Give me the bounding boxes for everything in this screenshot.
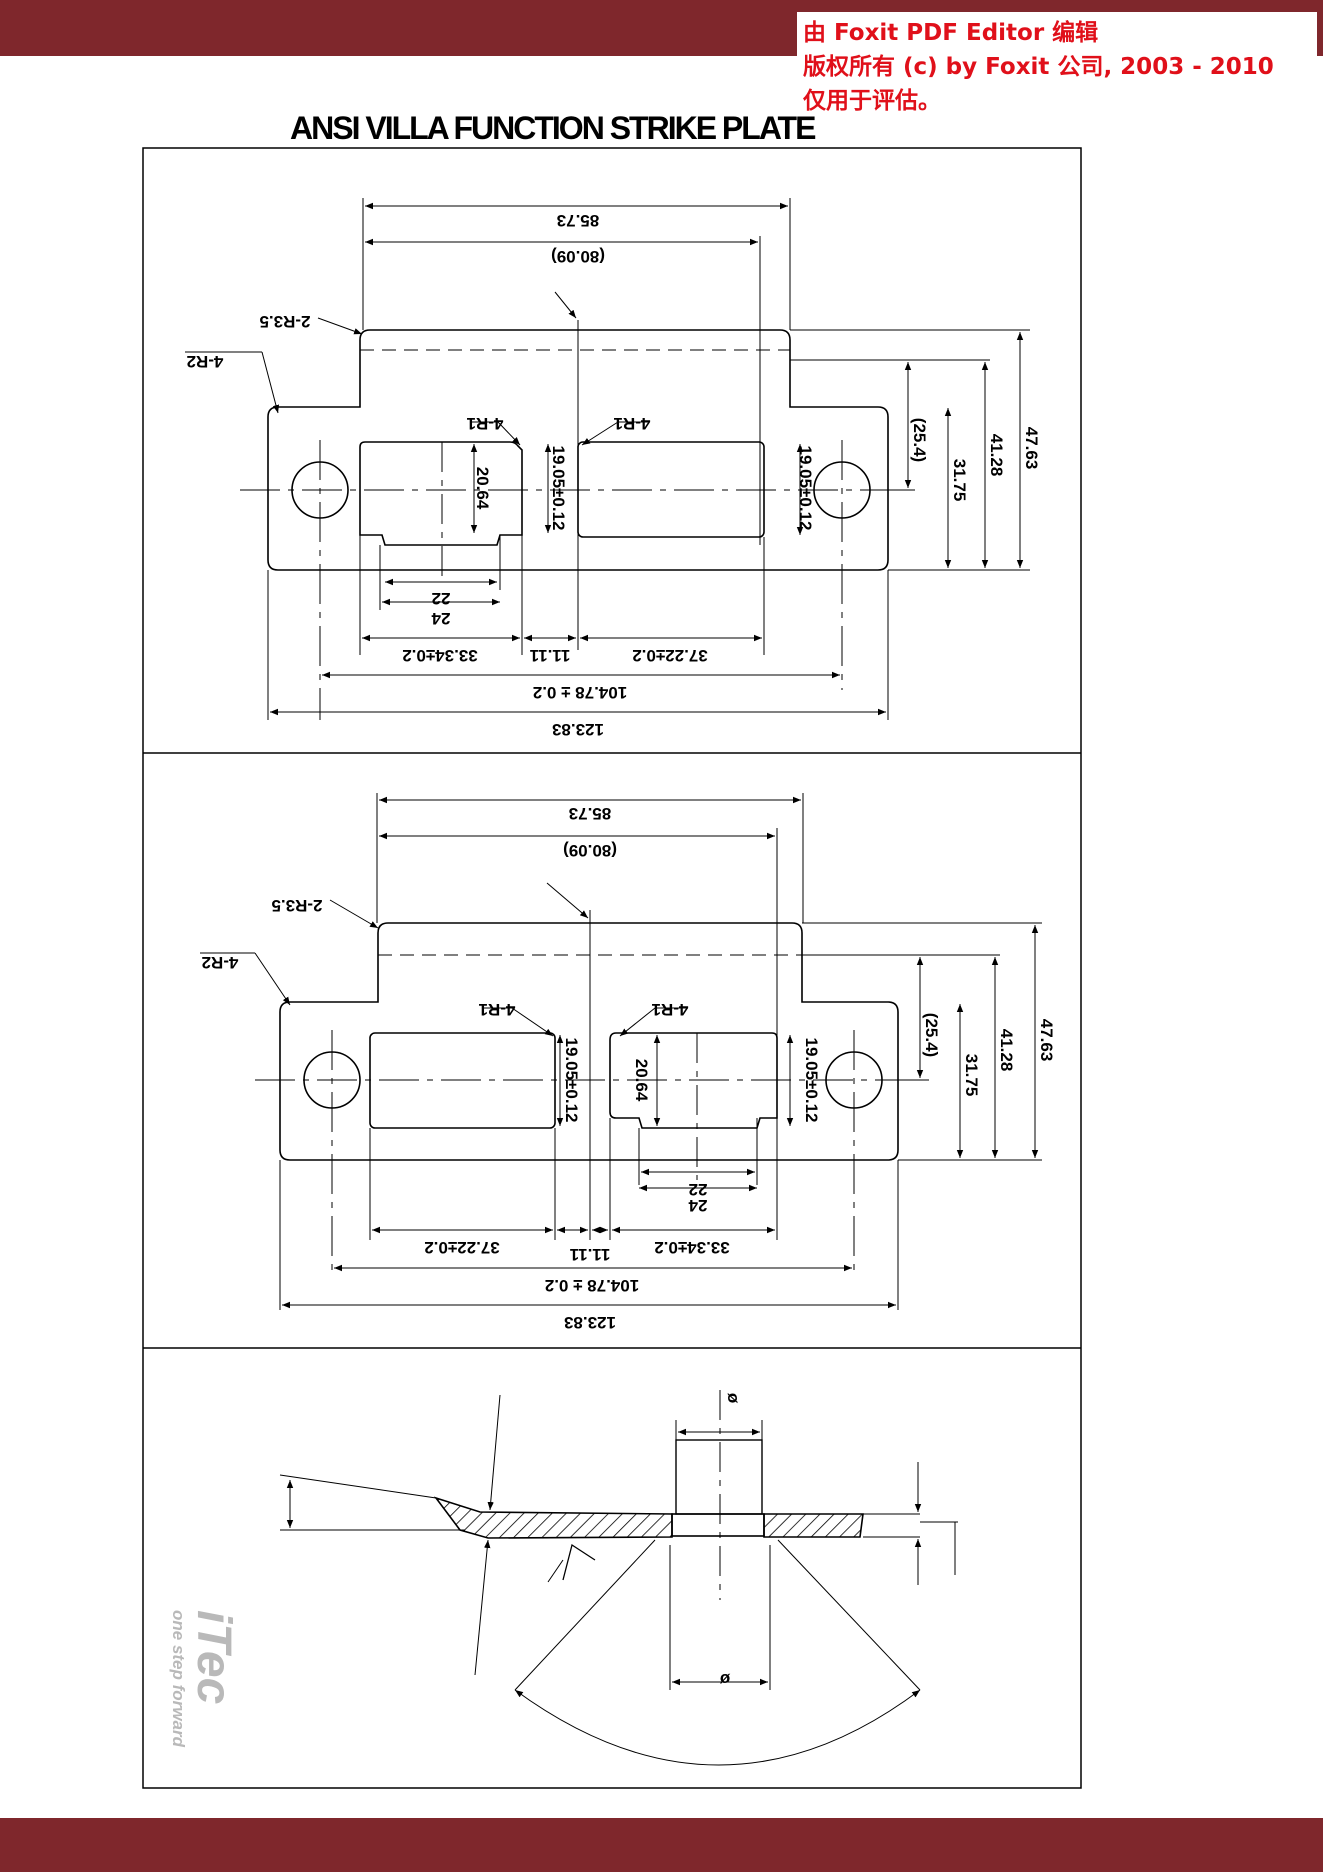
v1-dim-47-63: 47.63 <box>1022 427 1041 470</box>
view-1-centerlines <box>240 320 920 720</box>
v2-radius-4-r1-right: 4-R1 <box>652 1000 689 1019</box>
v1-dim-20-64: 20.64 <box>473 467 492 510</box>
logo-tagline: one step forward <box>169 1610 188 1747</box>
v1-dim-11-11: 11.11 <box>530 646 571 665</box>
section-diameter-bottom: ø <box>719 1670 730 1689</box>
v2-dim-25-4: (25.4) <box>922 1013 941 1057</box>
v2-dim-24: 24 <box>688 1196 707 1215</box>
v1-dim-24: 24 <box>431 609 450 628</box>
view-2-dimension-text: 85.73 (80.09) 2-R3.5 4-R2 4-R1 4-R1 19.0… <box>202 804 1056 1332</box>
v2-dim-41-28: 41.28 <box>997 1029 1016 1072</box>
v2-dim-20-64: 20.64 <box>632 1059 651 1102</box>
v1-dim-19-05-left: 19.05±0.12 <box>549 446 568 531</box>
v1-dim-31-75: 31.75 <box>950 459 969 502</box>
v1-dim-22: 22 <box>432 589 451 608</box>
v1-radius-4-r2: 4-R2 <box>187 352 224 371</box>
v2-dim-19-05-right: 19.05±0.12 <box>802 1038 821 1123</box>
watermark-line-3: 仅用于评估。 <box>803 88 941 114</box>
logo-brand: iTec <box>187 1610 240 1705</box>
view-1-dimension-text: 85.73 (80.09) 2-R3.5 4-R2 4-R1 4-R1 20.6… <box>187 211 1041 739</box>
v1-dim-41-28: 41.28 <box>987 434 1006 477</box>
v1-dim-19-05-right: 19.05±0.12 <box>796 446 815 531</box>
drawing-frame <box>142 147 1082 1789</box>
footer-bar <box>0 1818 1323 1872</box>
view-2-dimension-lines <box>200 793 1042 1310</box>
v2-dim-33-34: 33.34±0.2 <box>654 1238 730 1257</box>
v1-dim-80-09: (80.09) <box>551 247 605 266</box>
section-diameter-top: ø <box>724 1393 743 1404</box>
v1-dim-104-78: 104.78 ± 0.2 <box>533 683 627 702</box>
v2-dim-31-75: 31.75 <box>962 1054 981 1097</box>
itec-logo: iTec one step forward <box>169 1610 240 1850</box>
v2-dim-11-11: 11.11 <box>570 1245 611 1264</box>
v1-dim-37-22: 37.22±0.2 <box>632 646 708 665</box>
section-view <box>279 1390 958 1766</box>
v2-radius-4-r2: 4-R2 <box>202 953 239 972</box>
v1-dim-25-4: (25.4) <box>910 418 929 462</box>
v2-dim-37-22: 37.22±0.2 <box>424 1238 500 1257</box>
v1-radius-4-r1-right: 4-R1 <box>614 414 651 433</box>
v2-dim-47-63: 47.63 <box>1037 1019 1056 1062</box>
view-1-dimension-lines <box>185 198 1030 720</box>
v2-dim-22: 22 <box>689 1180 708 1199</box>
v2-radius-2-r3-5: 2-R3.5 <box>271 896 322 915</box>
v2-dim-19-05-left: 19.05±0.12 <box>562 1038 581 1123</box>
v1-radius-2-r3-5: 2-R3.5 <box>259 312 310 331</box>
watermark-line-1: 由 Foxit PDF Editor 编辑 <box>803 20 1099 46</box>
v2-dim-85-73: 85.73 <box>569 804 612 823</box>
v2-dim-123-83: 123.83 <box>564 1313 616 1332</box>
view-2-centerlines <box>255 910 930 1270</box>
foxit-watermark: 由 Foxit PDF Editor 编辑 版权所有 (c) by Foxit … <box>797 12 1317 116</box>
section-dimension-text: ø ø <box>719 1393 743 1689</box>
v1-dim-85-73: 85.73 <box>557 211 600 230</box>
drawing-title: ANSI VILLA FUNCTION STRIKE PLATE <box>290 110 816 146</box>
v2-dim-104-78: 104.78 ± 0.2 <box>545 1276 639 1295</box>
v1-radius-4-r1-left: 4-R1 <box>467 414 504 433</box>
v1-dim-33-34: 33.34±0.2 <box>402 646 478 665</box>
v2-radius-4-r1-left: 4-R1 <box>479 1000 516 1019</box>
watermark-line-2: 版权所有 (c) by Foxit 公司, 2003 - 2010 <box>803 54 1274 80</box>
v2-dim-80-09: (80.09) <box>563 841 617 860</box>
v1-dim-123-83: 123.83 <box>552 720 604 739</box>
